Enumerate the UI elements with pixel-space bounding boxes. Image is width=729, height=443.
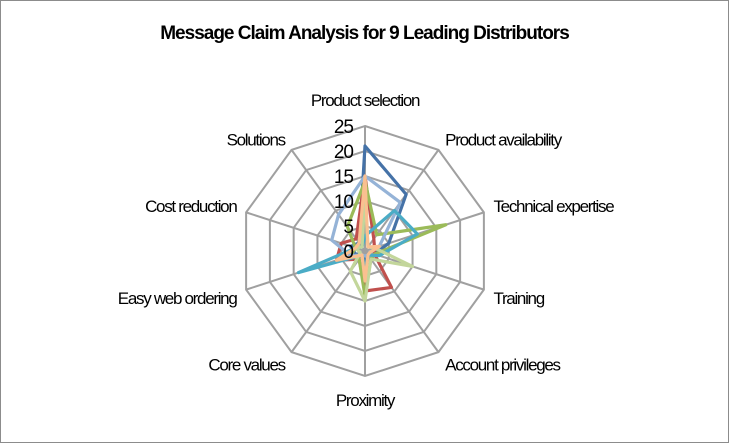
- tick-label: 0: [343, 242, 353, 263]
- category-label: Core values: [208, 356, 285, 375]
- grid-spoke: [290, 149, 366, 252]
- category-label: Solutions: [227, 130, 286, 149]
- tick-label: 15: [334, 167, 354, 188]
- category-label: Cost reduction: [145, 197, 237, 216]
- tick-label: 10: [334, 192, 354, 213]
- grid-spoke: [364, 250, 485, 291]
- category-label: Product availability: [445, 130, 563, 149]
- grid-spoke: [245, 211, 366, 252]
- chart-title: Message Claim Analysis for 9 Leading Dis…: [160, 23, 570, 44]
- category-label: Technical expertise: [493, 197, 614, 216]
- tick-label: 5: [343, 217, 353, 238]
- category-label: Proximity: [336, 391, 396, 410]
- series-line-4: [330, 174, 402, 258]
- category-label: Easy web ordering: [118, 289, 238, 308]
- series-line-7: [334, 174, 381, 283]
- tick-label: 25: [334, 117, 354, 138]
- category-label: Training: [493, 289, 544, 308]
- grid-spoke: [364, 211, 485, 252]
- category-label: Product selection: [311, 91, 420, 110]
- grid-spoke: [364, 250, 440, 353]
- tick-label: 20: [334, 142, 354, 163]
- category-label: Account privileges: [445, 356, 560, 375]
